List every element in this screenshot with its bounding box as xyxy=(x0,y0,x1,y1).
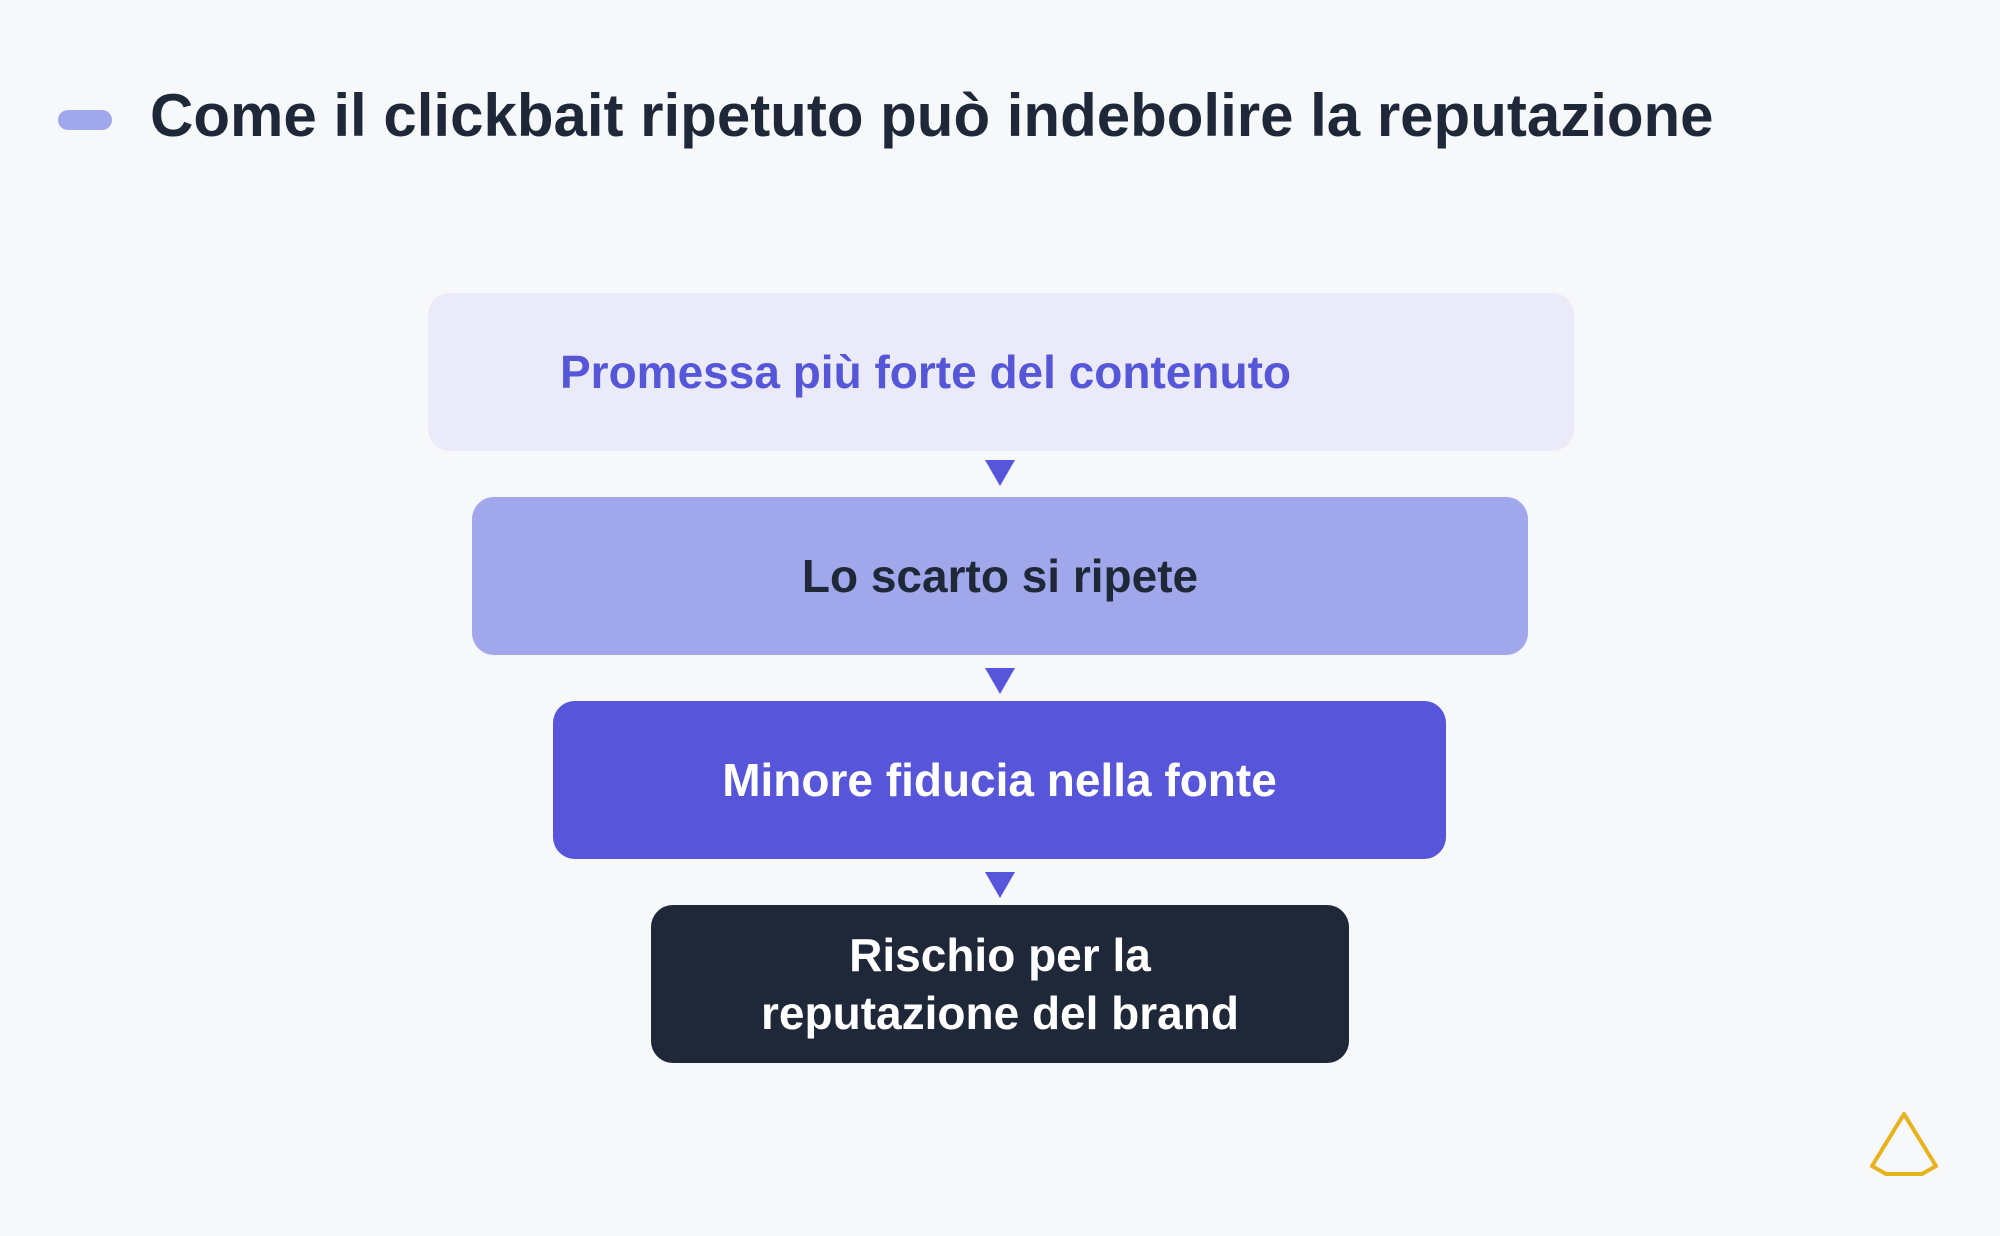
triangle-logo-icon xyxy=(1870,1112,1938,1176)
page-title: Come il clickbait ripetuto può indebolir… xyxy=(150,82,1714,149)
flow-step-1-label: Promessa più forte del contenuto xyxy=(560,346,1291,398)
arrow-down-icon xyxy=(985,872,1015,898)
arrow-down-icon xyxy=(985,460,1015,486)
flow-step-3: Minore fiducia nella fonte xyxy=(553,701,1446,859)
flow-step-4: Rischio per la reputazione del brand xyxy=(651,905,1349,1063)
flow-step-2-label: Lo scarto si ripete xyxy=(801,550,1199,602)
flow-step-2: Lo scarto si ripete xyxy=(472,497,1528,655)
title-accent-pill xyxy=(58,110,112,130)
arrow-down-icon xyxy=(985,668,1015,694)
flow-step-3-label: Minore fiducia nella fonte xyxy=(722,754,1277,806)
flow-step-4-label: Rischio per la reputazione del brand xyxy=(761,929,1239,1039)
flow-step-1: Promessa più forte del contenuto xyxy=(428,293,1574,451)
